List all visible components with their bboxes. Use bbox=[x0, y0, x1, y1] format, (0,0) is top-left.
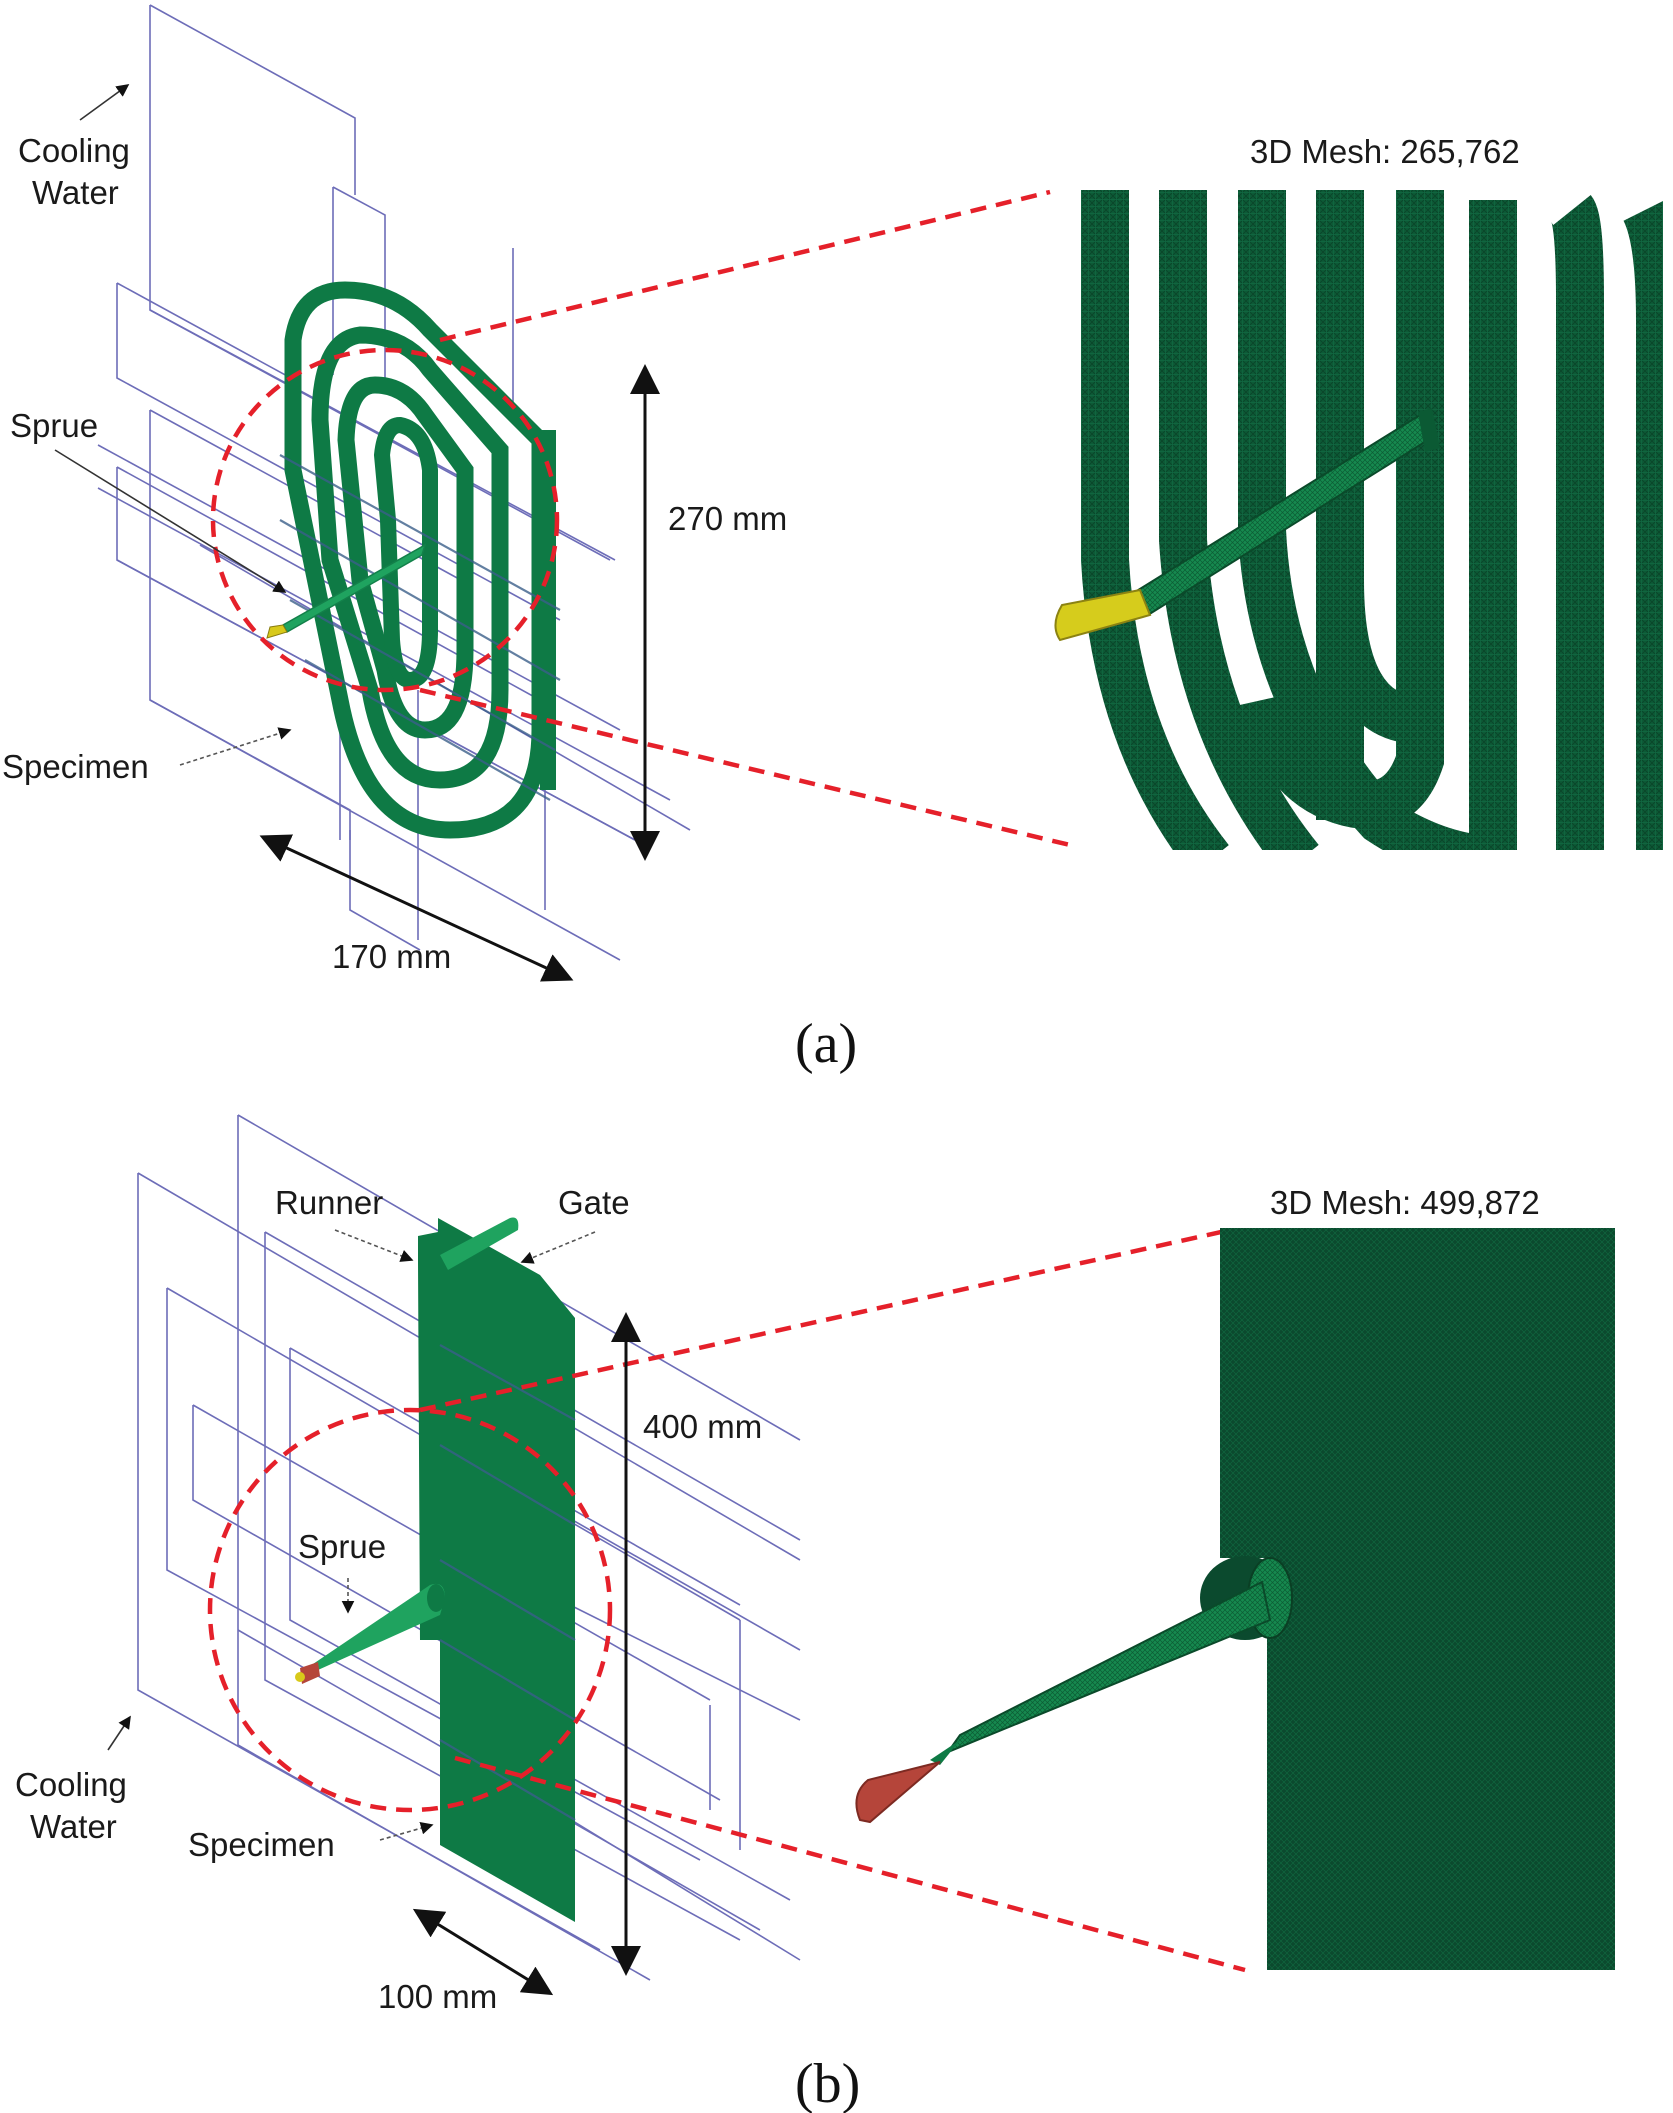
inlet-cone-b bbox=[855, 1761, 941, 1824]
cooling-water-label-a-line2: Water bbox=[32, 174, 119, 211]
width-dim-arrow-a bbox=[259, 834, 574, 982]
sprue-a bbox=[266, 543, 427, 639]
sprue-label-a: Sprue bbox=[10, 407, 98, 444]
cooling-water-leader-b bbox=[107, 1715, 131, 1751]
plate-mesh-upper bbox=[1220, 1228, 1615, 1558]
cooling-water-leader-a bbox=[79, 84, 130, 121]
plate-mesh-lower bbox=[1267, 1540, 1615, 1970]
inlet-cone-a bbox=[1054, 588, 1152, 642]
cooling-water-label-a: Cooling bbox=[18, 132, 130, 169]
mesh-count-label-a: 3D Mesh: 265,762 bbox=[1250, 133, 1520, 170]
mesh-detail-a: 3D Mesh: 265,762 bbox=[1054, 133, 1663, 850]
sprue-leader-a bbox=[54, 449, 287, 593]
gate-leader-b bbox=[520, 1231, 596, 1264]
width-dim-arrow-b bbox=[412, 1908, 554, 1996]
spiral-specimen bbox=[284, 281, 556, 839]
sprue-label-b: Sprue bbox=[298, 1528, 386, 1565]
mesh-count-label-b: 3D Mesh: 499,872 bbox=[1270, 1184, 1540, 1221]
height-dim-label-a: 270 mm bbox=[668, 500, 787, 537]
gate-label-b: Gate bbox=[558, 1184, 630, 1221]
gate-runner-b bbox=[440, 1217, 519, 1270]
specimen-leader-a bbox=[179, 727, 292, 766]
width-dim-label-b: 100 mm bbox=[378, 1978, 497, 2015]
mesh-detail-b: 3D Mesh: 499,872 bbox=[855, 1184, 1615, 1970]
sprue-b bbox=[295, 1583, 445, 1684]
runner-label-b: Runner bbox=[275, 1184, 383, 1221]
plate-specimen bbox=[418, 1217, 576, 1922]
specimen-leader-b bbox=[379, 1821, 434, 1841]
specimen-label-b: Specimen bbox=[188, 1826, 335, 1863]
height-dim-label-b: 400 mm bbox=[643, 1408, 762, 1445]
cooling-water-label-b: Cooling bbox=[15, 1766, 127, 1803]
caption-b: (b) bbox=[795, 2053, 860, 2113]
panel-a: Cooling Water Sprue Specimen 270 mm 170 … bbox=[2, 4, 1663, 1075]
specimen-label-a: Specimen bbox=[2, 748, 149, 785]
zoom-indicator-a bbox=[210, 189, 1071, 848]
dimension-arrows-b bbox=[412, 1312, 641, 1996]
dimension-arrows-a bbox=[259, 364, 660, 982]
panel-b: Runner Gate Sprue Cooling Water Specimen… bbox=[15, 1114, 1615, 2113]
cooling-water-label-b-line2: Water bbox=[30, 1808, 117, 1845]
caption-a: (a) bbox=[795, 1013, 857, 1075]
runner-leader-b bbox=[334, 1229, 414, 1262]
width-dim-label-a: 170 mm bbox=[332, 938, 451, 975]
zoom-indicator-b bbox=[207, 1227, 1246, 1973]
cooling-lines-overlay-a bbox=[279, 454, 561, 801]
